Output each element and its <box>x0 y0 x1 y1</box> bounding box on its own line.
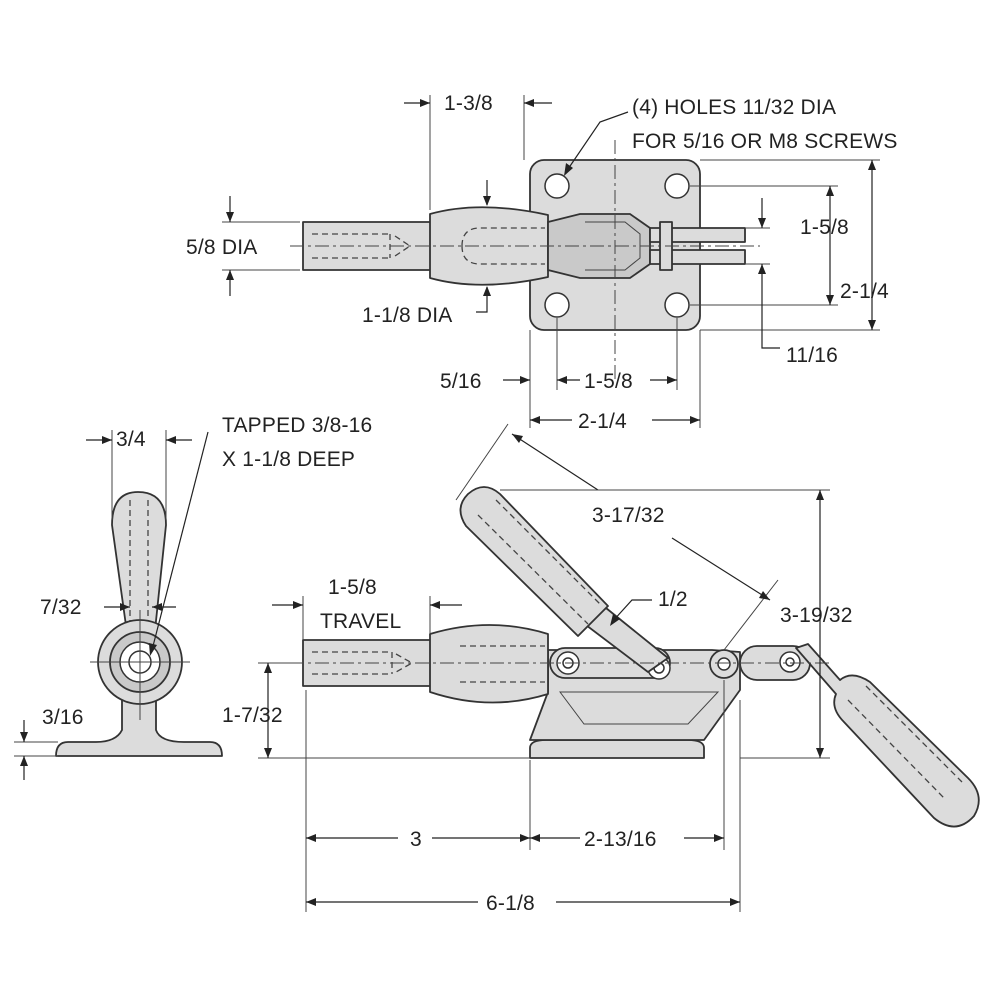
top-body <box>429 206 549 286</box>
dim-2-1-4-bottom-label: 2-1/4 <box>578 410 627 433</box>
end-view: 3/4 TAPPED 3/8-16 X 1-1/8 DEEP 7/32 3/16 <box>14 414 372 780</box>
dim-1-5-8-right-label: 1-5/8 <box>800 216 849 239</box>
dim-1-7-32-label: 1-7/32 <box>222 704 283 727</box>
dim-2-13-16-label: 2-13/16 <box>584 828 657 851</box>
top-view: 1-3/8 (4) HOLES 11/32 DIA FOR 5/16 OR M8… <box>186 92 898 433</box>
dim-3-4-label: 3/4 <box>116 428 146 451</box>
mounting-hole-tl <box>544 173 570 199</box>
dim-1-1-8-dia-label: 1-1/8 DIA <box>362 304 453 327</box>
dim-2-1-4-right-label: 2-1/4 <box>840 280 889 303</box>
top-handle-arms <box>649 227 746 243</box>
dim-3-17-32-label: 3-17/32 <box>592 504 665 527</box>
dim-1-3-8-label: 1-3/8 <box>444 92 493 115</box>
side-barrel <box>429 624 549 704</box>
travel-label: TRAVEL <box>320 610 401 633</box>
side-base <box>529 739 705 759</box>
holes-note-line2: FOR 5/16 OR M8 SCREWS <box>632 130 898 153</box>
dim-7-32-label: 7/32 <box>40 596 82 619</box>
holes-note-line1: (4) HOLES 11/32 DIA <box>632 96 836 119</box>
dim-5-16-label: 5/16 <box>440 370 482 393</box>
tapped-note-line1: TAPPED 3/8-16 <box>222 414 372 437</box>
dim-3-label: 3 <box>410 828 422 851</box>
end-pedestal <box>55 689 223 757</box>
side-view: 1-5/8 TRAVEL 3-17/32 1/2 3-19/32 1-7/32 … <box>222 423 980 915</box>
dim-6-1-8-label: 6-1/8 <box>486 892 535 915</box>
side-handle-lowered-grip <box>795 643 980 828</box>
dim-3-16-label: 3/16 <box>42 706 84 729</box>
dim-11-16-label: 11/16 <box>786 344 838 367</box>
end-handle <box>111 491 167 641</box>
dim-5-8-dia-label: 5/8 DIA <box>186 236 257 259</box>
dim-3-19-32-label: 3-19/32 <box>780 604 853 627</box>
tapped-note-line2: X 1-1/8 DEEP <box>222 448 355 471</box>
mounting-hole-tr <box>664 173 690 199</box>
dim-1-2-label: 1/2 <box>658 588 688 611</box>
dim-1-5-8-travel-label: 1-5/8 <box>328 576 377 599</box>
mounting-hole-bl <box>544 292 570 318</box>
side-handle-raised-grip <box>459 486 609 637</box>
dim-1-5-8-bottom-label: 1-5/8 <box>584 370 633 393</box>
mounting-hole-br <box>664 292 690 318</box>
